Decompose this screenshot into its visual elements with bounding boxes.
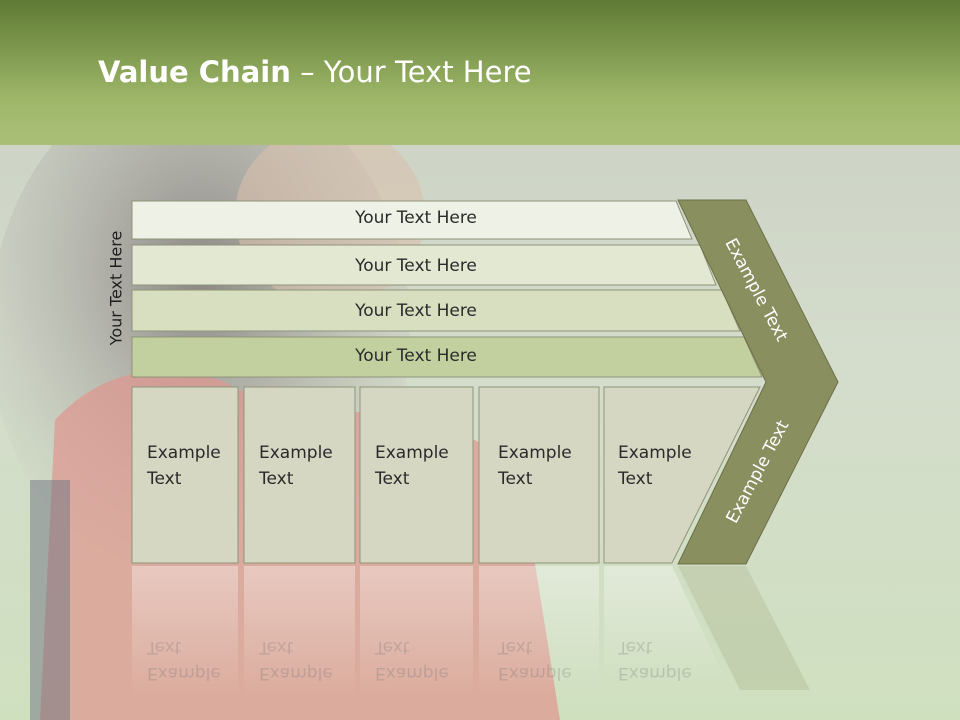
reflection [132, 566, 238, 696]
column-box-2 [243, 386, 356, 564]
slide-title: Value Chain – Your Text Here [98, 55, 532, 89]
column-box-5 [603, 386, 761, 564]
column-box-1 [131, 386, 239, 564]
row-label-1: Your Text Here [355, 208, 477, 228]
row-label-3: Your Text Here [355, 301, 477, 321]
chevron-reflection [678, 566, 810, 690]
header-band [0, 0, 960, 145]
row-label-4: Your Text Here [355, 346, 477, 366]
row-bar-4 [131, 336, 763, 378]
reflection [479, 566, 599, 696]
reflection [360, 566, 473, 696]
chevron-arrow [677, 199, 839, 565]
row-bar-2 [131, 244, 717, 286]
row-bar-1 [131, 200, 693, 240]
reflection [244, 566, 355, 696]
row-label-2: Your Text Here [355, 256, 477, 276]
column-box-4 [478, 386, 600, 564]
row-bar-3 [131, 289, 741, 332]
column-box-3 [359, 386, 474, 564]
reflection [604, 566, 730, 690]
